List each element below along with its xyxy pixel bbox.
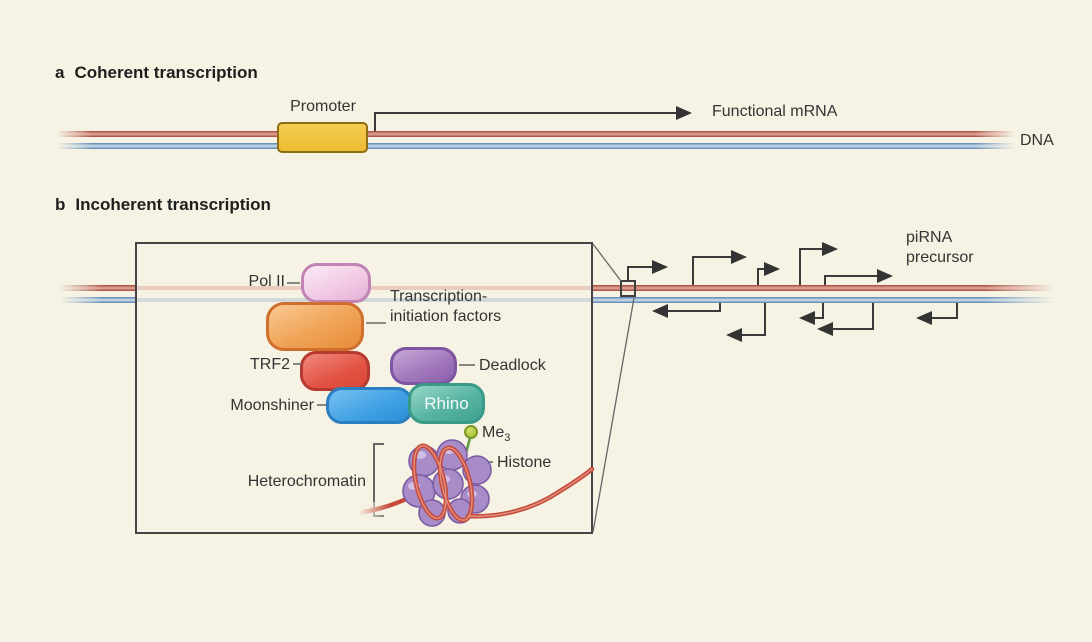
deadlock-blob [390, 347, 457, 385]
dna-label: DNA [1020, 132, 1054, 149]
panel-a-title: Coherent transcription [74, 63, 258, 82]
chromatin-tail-fade [348, 502, 390, 522]
pirna-precursor-label: piRNA precursor [906, 228, 974, 268]
callout-square [620, 280, 636, 297]
moonshiner-label: Moonshiner [230, 397, 314, 414]
heterochromatin-label: Heterochromatin [247, 473, 366, 490]
me3-methyl-ball [464, 425, 478, 439]
moonshiner-blob [326, 387, 413, 424]
trf2-blob [300, 351, 370, 391]
pol2-label: Pol II [248, 273, 285, 290]
dna-strand-blue-b-right [593, 297, 1055, 303]
pirna-label-line1: piRNA [906, 229, 953, 246]
mrna-arrow [374, 106, 692, 131]
dna-strand-red-b-right [593, 285, 1055, 291]
panel-a-heading: a Coherent transcription [55, 63, 258, 83]
dna-strand-blue-b-faint [137, 298, 593, 302]
dna-strand-blue-a [57, 143, 1015, 149]
dna-strand-red-b-left [60, 285, 137, 291]
pol2-blob [301, 263, 371, 303]
sense-transcription-arrows [627, 242, 893, 285]
histone-label: Histone [497, 454, 552, 471]
initiation-factors-label: Transcription- initiation factors [390, 287, 501, 327]
me3-label-text: Me [482, 424, 505, 441]
trf2-label: TRF2 [250, 356, 290, 373]
panel-b-heading: b Incoherent transcription [55, 195, 271, 215]
rhino-blob: Rhino [408, 383, 485, 424]
panel-b-letter: b [55, 195, 66, 214]
me3-label: Me3 [482, 423, 510, 448]
promoter-box [277, 122, 368, 153]
deadlock-label: Deadlock [479, 357, 546, 374]
initiation-factors-blob [266, 302, 364, 351]
me3-label-subscript: 3 [504, 432, 511, 445]
promoter-label: Promoter [290, 98, 356, 115]
functional-mrna-label: Functional mRNA [712, 103, 838, 120]
rhino-label: Rhino [424, 393, 469, 413]
inset-box [135, 242, 593, 534]
panel-a-letter: a [55, 63, 65, 82]
dna-strand-red-a [57, 131, 1015, 137]
panel-b-title: Incoherent transcription [75, 195, 271, 214]
tif-label-line1: Transcription- [390, 288, 488, 305]
antisense-transcription-arrows [652, 303, 958, 342]
tif-label-line2: initiation factors [390, 308, 502, 325]
dna-strand-blue-b-left [60, 297, 137, 303]
pirna-label-line2: precursor [906, 249, 974, 266]
